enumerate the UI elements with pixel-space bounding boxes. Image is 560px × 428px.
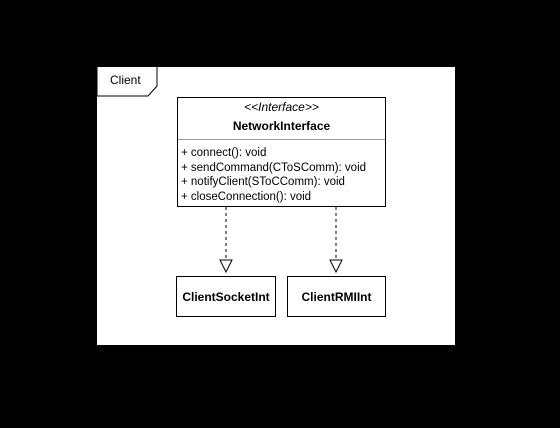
realization-arrowhead-clientrmiint (329, 259, 343, 274)
class-name: ClientRMIInt (301, 289, 372, 304)
package-label: Client (110, 73, 141, 87)
package-tab (96, 67, 158, 97)
operation-item: + sendCommand(CToSComm): void (181, 161, 367, 174)
interface-separator (178, 139, 385, 140)
class-client-rmi-int: ClientRMIInt (287, 276, 386, 317)
operations-list: + connect(): void + sendCommand(CToSComm… (181, 146, 366, 204)
operation-item: + connect(): void (181, 147, 267, 159)
operation-item: + notifyClient(SToCComm): void (181, 176, 345, 188)
interface-network-interface: <<Interface>> NetworkInterface + connect… (177, 97, 386, 207)
class-name: ClientSocketInt (182, 289, 270, 304)
class-client-socket-int: ClientSocketInt (176, 276, 276, 317)
operation-item: + closeConnection(): void (181, 190, 312, 203)
interface-name: NetworkInterface (232, 119, 331, 133)
realization-arrowhead-clientsocketint (219, 259, 233, 274)
interface-stereotype: <<Interface>> (244, 100, 319, 114)
